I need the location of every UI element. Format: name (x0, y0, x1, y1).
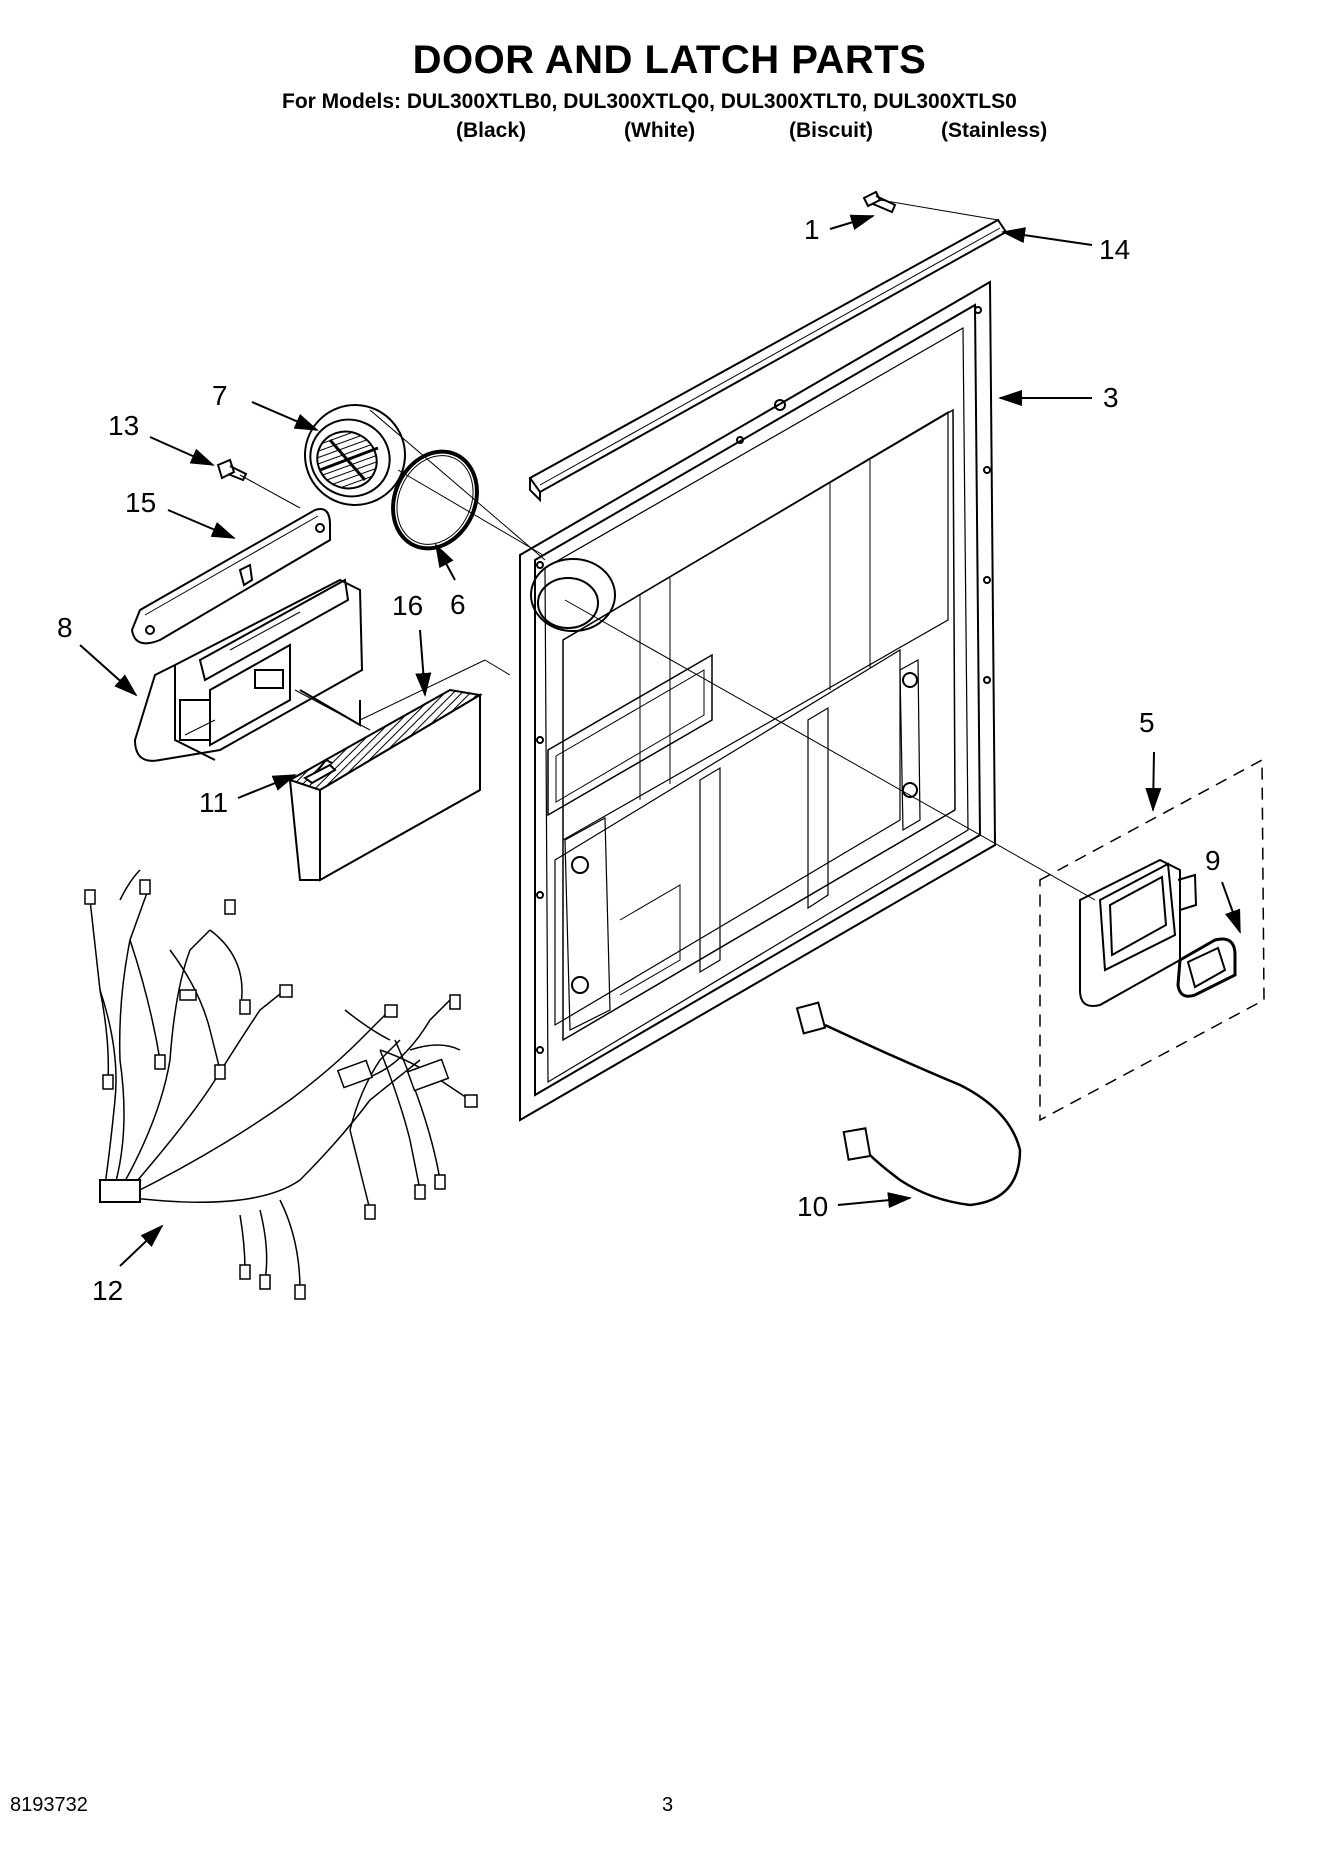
models-line: For Models: DUL300XTLB0, DUL300XTLQ0, DU… (282, 90, 1017, 113)
color-stainless: (Stainless) (941, 119, 1048, 142)
strike-gasket (1176, 937, 1237, 998)
page-number: 3 (662, 1794, 674, 1816)
callout-15: 15 (125, 487, 156, 518)
color-biscuit: (Biscuit) (789, 119, 873, 142)
callout-1: 1 (804, 214, 820, 245)
screw-1 (862, 190, 999, 221)
doc-number: 8193732 (10, 1794, 88, 1816)
wire-harness-12 (84, 869, 478, 1300)
color-black: (Black) (456, 119, 527, 142)
latch-assembly (133, 578, 364, 762)
vent-duct (287, 688, 483, 882)
page-title: DOOR AND LATCH PARTS (412, 38, 927, 82)
wire-harness-10 (795, 1001, 1022, 1207)
vent-cover (304, 404, 406, 506)
callout-6: 6 (450, 589, 466, 620)
latch-strike-assembly (1039, 758, 1265, 1122)
callout-10: 10 (797, 1191, 828, 1222)
callout-11: 11 (199, 787, 228, 818)
callouts: 1 14 3 7 13 6 15 16 8 5 11 9 10 12 (57, 214, 1241, 1306)
callout-16: 16 (392, 590, 423, 621)
callout-13: 13 (108, 410, 139, 441)
callout-3: 3 (1103, 382, 1119, 413)
handle-bracket (130, 508, 331, 645)
inner-door-panel (519, 280, 997, 1122)
callout-8: 8 (57, 612, 73, 643)
color-white: (White) (624, 119, 696, 142)
callout-12: 12 (92, 1275, 123, 1306)
callout-5: 5 (1139, 707, 1155, 738)
callout-7: 7 (212, 380, 228, 411)
screw-13 (216, 458, 301, 509)
clip-11 (303, 758, 337, 785)
callout-14: 14 (1099, 234, 1130, 265)
vent-gasket (391, 449, 479, 551)
callout-9: 9 (1205, 845, 1221, 876)
